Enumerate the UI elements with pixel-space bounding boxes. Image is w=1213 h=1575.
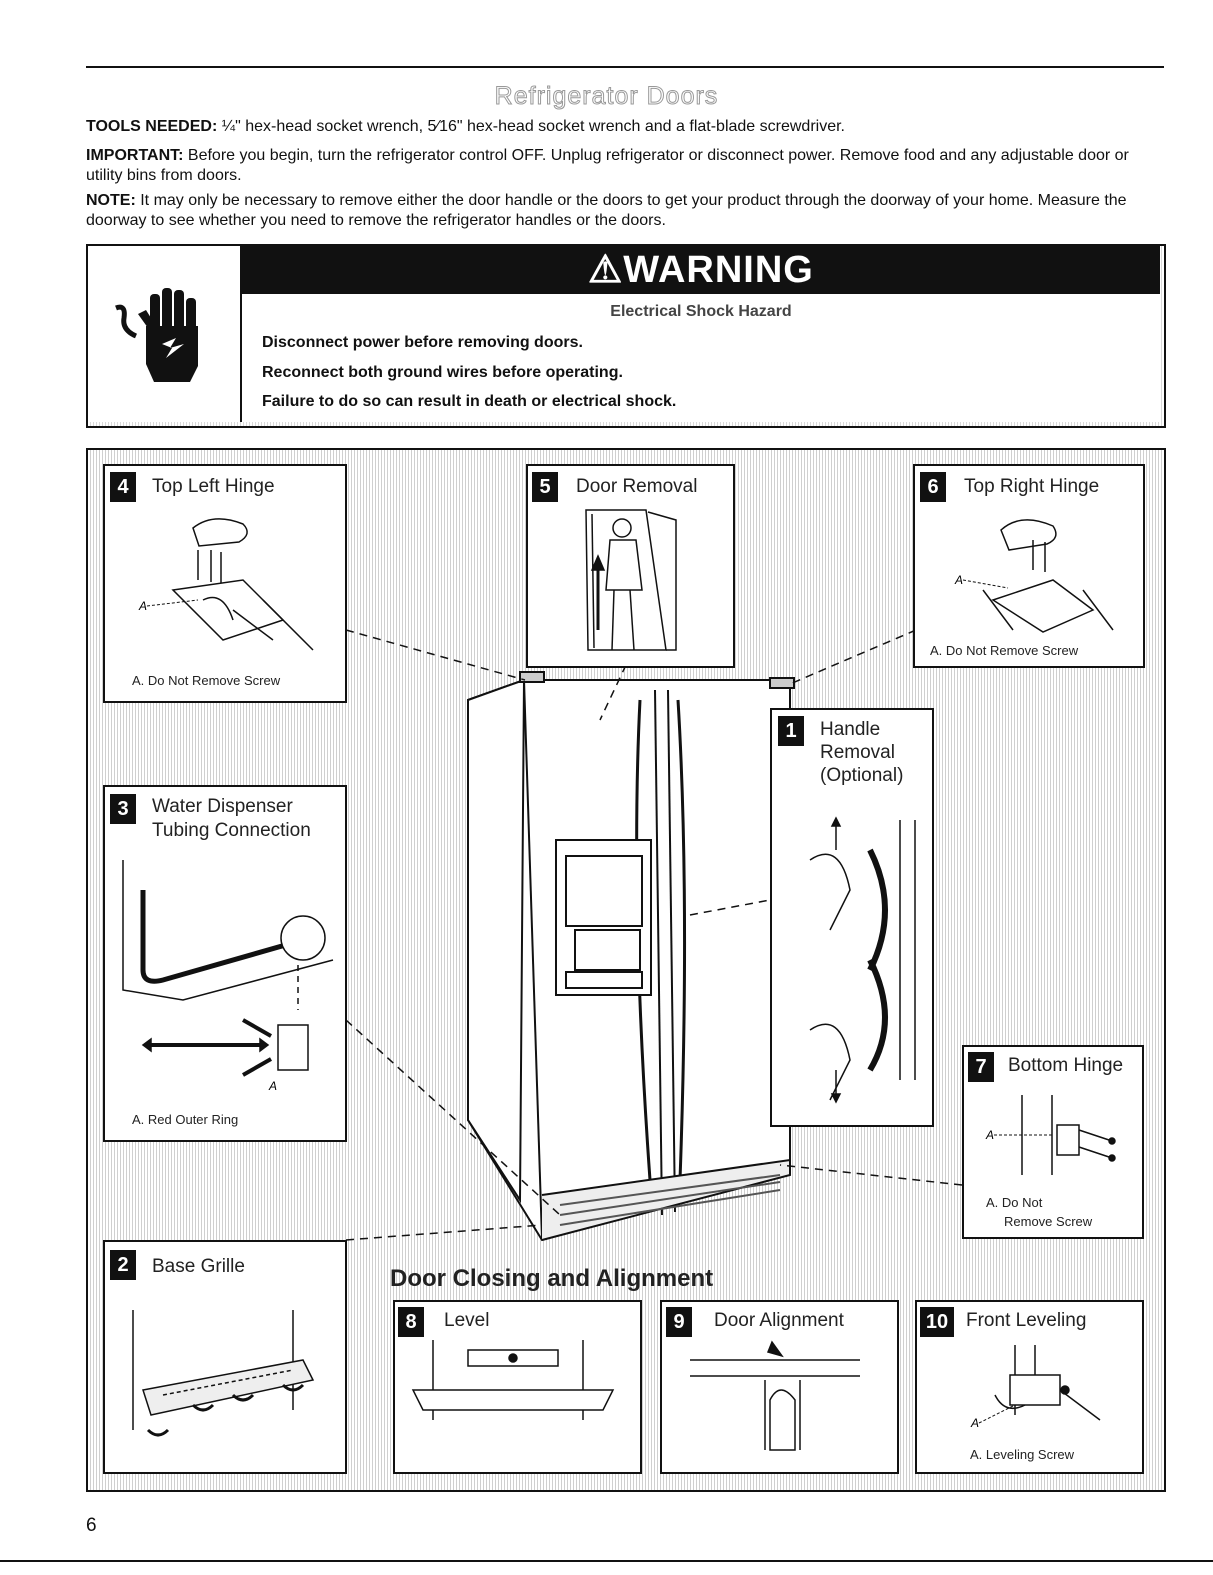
door-alignment-illustration	[690, 1340, 860, 1451]
warning-title: ⚠WARNING	[242, 246, 1160, 294]
callout-label: A	[985, 1128, 994, 1142]
step-number: 2	[110, 1250, 136, 1280]
step-title-line: Removal	[820, 742, 895, 763]
step-level	[393, 1300, 642, 1474]
step-title-line: Tubing Connection	[152, 820, 311, 841]
tools-text: ¼" hex-head socket wrench, 5⁄16" hex-hea…	[217, 118, 845, 135]
step-title-line: Water Dispenser	[152, 796, 293, 817]
step-caption-line: Remove Screw	[1004, 1214, 1093, 1229]
bottom-hinge-illustration: A	[985, 1095, 1116, 1175]
warning-icon-cell	[88, 246, 242, 422]
step-number: 8	[398, 1307, 424, 1337]
callout-label: A	[970, 1416, 979, 1430]
step-top-right-hinge	[913, 464, 1145, 668]
callout-label: A	[954, 573, 963, 587]
step-handle-removal	[770, 708, 934, 1127]
step-title-line: Handle	[820, 719, 881, 740]
step-number: 7	[968, 1052, 994, 1082]
warning-line: Disconnect power before removing doors.	[262, 334, 583, 351]
step-number: 4	[110, 472, 136, 502]
water-tubing-illustration: A	[122, 860, 334, 1093]
top-left-hinge-illustration: A	[138, 518, 314, 651]
step-title-line: (Optional)	[820, 765, 904, 786]
top-right-hinge-illustration: A	[954, 519, 1114, 633]
step-caption: A. Red Outer Ring	[132, 1112, 239, 1127]
door-closing-heading: Door Closing and Alignment	[390, 1265, 714, 1292]
section-title: Refrigerator Doors	[494, 82, 719, 111]
step-caption: A. Do Not Remove Screw	[132, 673, 281, 688]
step-title: Base Grille	[152, 1256, 245, 1277]
level-illustration	[411, 1340, 615, 1420]
base-grille-illustration	[132, 1310, 315, 1437]
handle-removal-illustration	[809, 816, 916, 1104]
step-number: 6	[920, 472, 946, 502]
tools-label: TOOLS NEEDED:	[86, 118, 218, 135]
step-caption-line: A. Do Not	[986, 1195, 1043, 1210]
step-title: Level	[444, 1310, 490, 1331]
electrical-shock-hand-icon	[115, 288, 198, 382]
step-caption: A. Do Not Remove Screw	[930, 643, 1079, 658]
bottom-rule	[0, 1560, 1213, 1562]
important-text: Before you begin, turn the refrigerator …	[86, 147, 1129, 184]
tools-needed: TOOLS NEEDED: ¼" hex-head socket wrench,…	[86, 117, 1166, 137]
door-removal-illustration	[585, 509, 677, 651]
step-number: 5	[532, 472, 558, 502]
step-caption: A. Leveling Screw	[970, 1447, 1075, 1462]
step-title: Door Removal	[576, 476, 698, 497]
step-title: Door Alignment	[714, 1310, 844, 1331]
step-title: Bottom Hinge	[1008, 1055, 1124, 1076]
callout-label: A	[138, 599, 147, 613]
note-label: NOTE:	[86, 192, 136, 209]
front-leveling-illustration: A	[970, 1345, 1101, 1430]
step-title: Front Leveling	[966, 1310, 1087, 1331]
step-title: Top Right Hinge	[964, 476, 1100, 497]
page-number: 6	[86, 1515, 97, 1536]
step-title: Top Left Hinge	[152, 476, 275, 497]
top-rule	[86, 66, 1164, 68]
warning-subtitle: Electrical Shock Hazard	[610, 303, 792, 320]
step-number: 3	[110, 794, 136, 824]
step-number: 10	[920, 1307, 954, 1337]
step-number: 1	[778, 716, 804, 746]
callout-label: A	[268, 1079, 277, 1093]
note: NOTE: It may only be necessary to remove…	[86, 191, 1166, 231]
important-note: IMPORTANT: Before you begin, turn the re…	[86, 146, 1166, 186]
step-number: 9	[666, 1307, 692, 1337]
note-text: It may only be necessary to remove eithe…	[86, 192, 1127, 229]
warning-line: Failure to do so can result in death or …	[262, 393, 677, 410]
step-base-grille	[103, 1240, 347, 1474]
important-label: IMPORTANT:	[86, 147, 184, 164]
warning-line: Reconnect both ground wires before opera…	[262, 364, 623, 381]
